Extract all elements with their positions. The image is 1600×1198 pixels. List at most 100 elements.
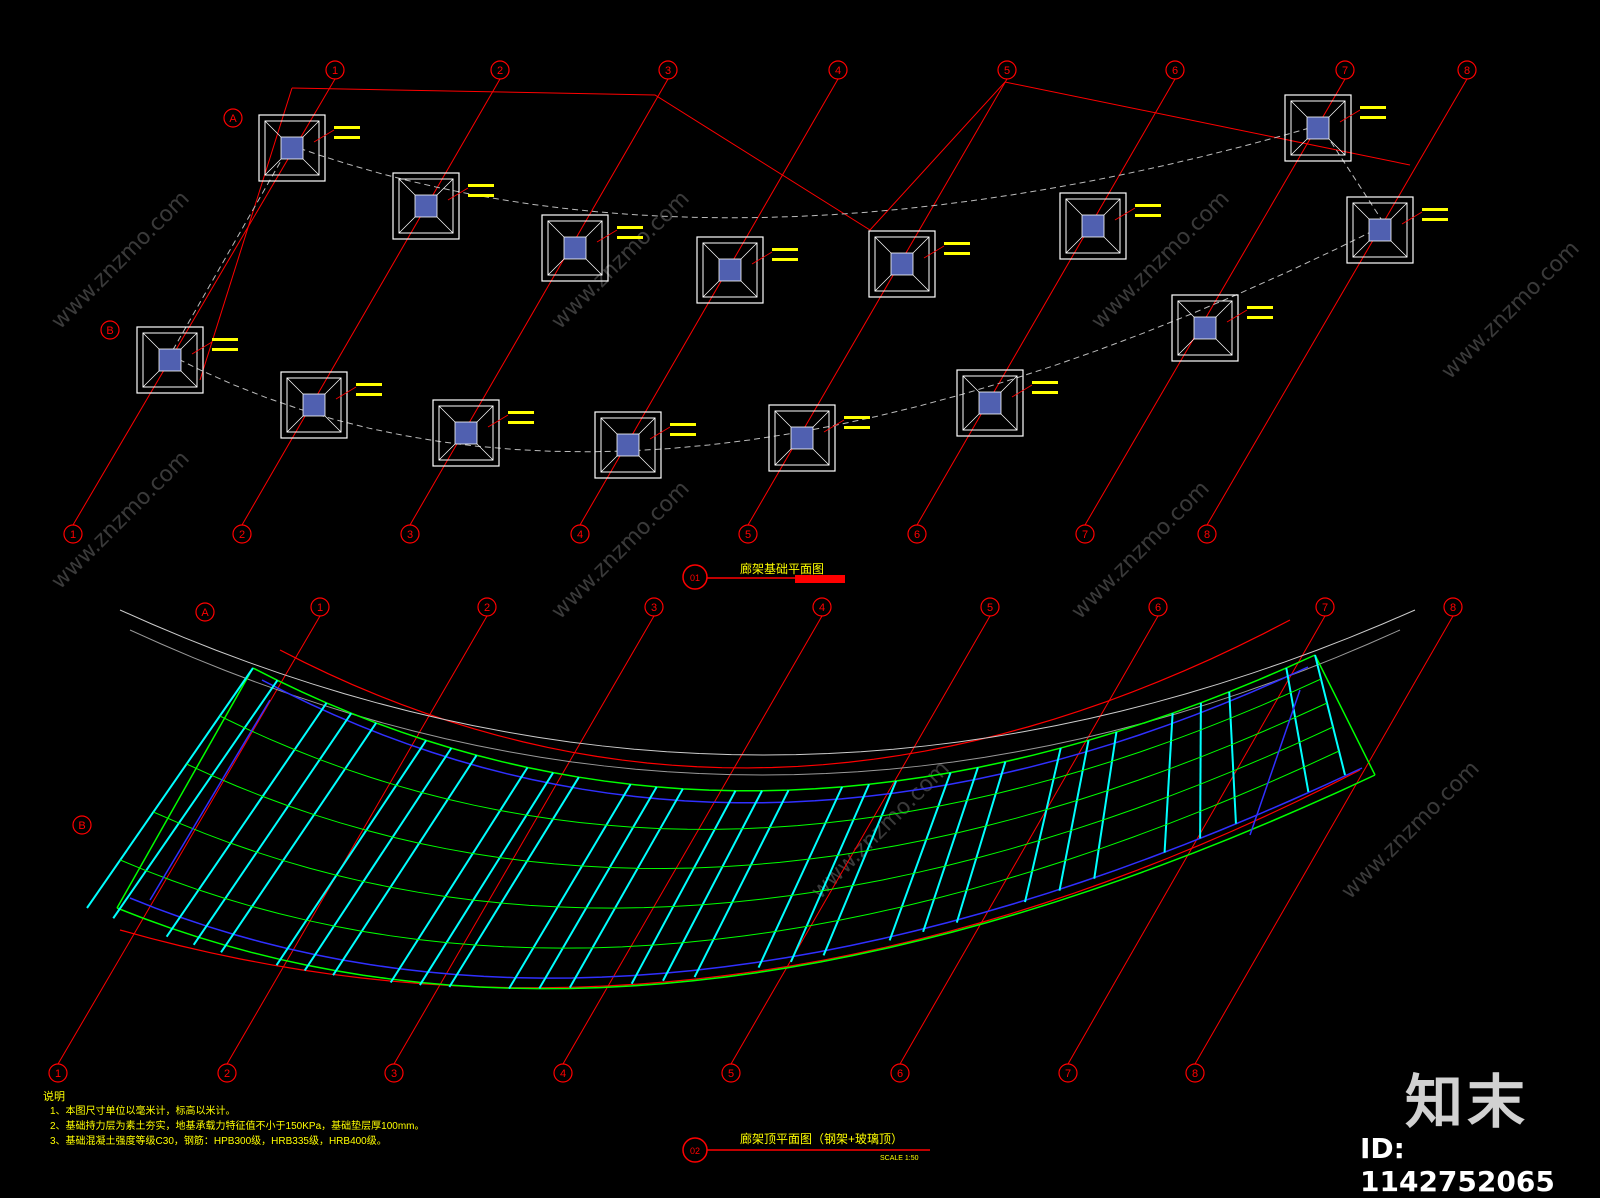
footing-outer bbox=[696, 236, 764, 304]
roof-axis-bubble-bottom bbox=[1185, 1063, 1205, 1083]
footing-outer bbox=[1284, 94, 1352, 162]
annotation-mark bbox=[334, 126, 360, 129]
footing-outer bbox=[1346, 196, 1414, 264]
roof-axis-bubble-bottom-label: 1 bbox=[55, 1068, 61, 1080]
axis-bubble-bottom-label: 6 bbox=[914, 529, 920, 541]
roof-dimension-arc-top bbox=[279, 619, 1291, 769]
annotation-mark bbox=[356, 393, 382, 396]
leader-line bbox=[1011, 384, 1033, 398]
annotation-mark bbox=[772, 248, 798, 251]
site-watermark-text: www.znzmo.com bbox=[47, 446, 195, 594]
axis-bubble-top-label: 7 bbox=[1342, 65, 1348, 77]
footing-inner bbox=[142, 332, 198, 388]
footing-outer bbox=[1059, 192, 1127, 260]
footing-outer bbox=[1171, 294, 1239, 362]
axis-bubble-bottom-label: 2 bbox=[239, 529, 245, 541]
leader-line bbox=[649, 426, 671, 440]
footing-outer bbox=[956, 369, 1024, 437]
end-beam-left bbox=[149, 699, 271, 901]
site-watermark-text: www.znzmo.com bbox=[547, 476, 695, 624]
roof-row-bubble-b bbox=[72, 815, 92, 835]
axis-line-5 bbox=[747, 78, 1008, 526]
footing-inner bbox=[264, 120, 320, 176]
roof-axis-bubble-bottom bbox=[890, 1063, 910, 1083]
row-bubble-b-label: B bbox=[106, 325, 113, 337]
column-pier bbox=[280, 136, 304, 160]
footing bbox=[280, 371, 382, 439]
axis-line-6 bbox=[916, 78, 1176, 526]
roof-axis-bubble-top-label: 3 bbox=[651, 602, 657, 614]
annotation-mark bbox=[468, 194, 494, 197]
annotation-mark bbox=[944, 252, 970, 255]
leader-line bbox=[447, 187, 469, 201]
annotation-mark bbox=[670, 433, 696, 436]
axis-line-3 bbox=[409, 78, 669, 526]
leader-line bbox=[596, 229, 618, 243]
leader-line bbox=[487, 414, 509, 428]
notes-title: 说明 bbox=[43, 1091, 65, 1103]
foundation-outline-upper bbox=[289, 124, 1321, 219]
roof-axis-bubble-top bbox=[644, 597, 664, 617]
footing-inner bbox=[874, 236, 930, 292]
reference-arc-inner bbox=[129, 629, 1401, 776]
axis-bubble-top bbox=[490, 60, 510, 80]
footing-inner bbox=[600, 417, 656, 473]
annotation-mark bbox=[468, 184, 494, 187]
steel-rafter bbox=[192, 712, 353, 946]
roof-axis-bubble-bottom-label: 4 bbox=[560, 1068, 566, 1080]
axis-bubble-bottom bbox=[63, 524, 83, 544]
footing-outer bbox=[868, 230, 936, 298]
column-pier bbox=[1306, 116, 1330, 140]
glass-purlin bbox=[120, 750, 1340, 949]
title-bar-01 bbox=[795, 575, 845, 583]
roof-axis-bubble-top-label: 1 bbox=[317, 602, 323, 614]
steel-rafter bbox=[1285, 667, 1310, 793]
footing-inner bbox=[438, 405, 494, 461]
footing bbox=[541, 214, 643, 282]
roof-axis-bubble-top bbox=[477, 597, 497, 617]
plan-titles: 01 廊架基础平面图 02 廊架顶平面图（钢架+玻璃顶） SCALE 1:50 bbox=[682, 561, 930, 1163]
edge-beam-top bbox=[261, 666, 1309, 804]
axis-bubble-top-label: 1 bbox=[332, 65, 338, 77]
column-pier bbox=[563, 236, 587, 260]
axis-bubble-top-label: 3 bbox=[665, 65, 671, 77]
axis-bubble-bottom-label: 1 bbox=[70, 529, 76, 541]
title-index-02: 02 bbox=[690, 1146, 700, 1156]
note-line: 3、基础混凝土强度等级C30，钢筋：HPB300级，HRB335级，HRB400… bbox=[50, 1136, 387, 1147]
reference-arc-outer bbox=[119, 609, 1416, 756]
footing-inner bbox=[1065, 198, 1121, 254]
column-pier bbox=[1368, 218, 1392, 242]
roof-axis-line-2 bbox=[226, 615, 488, 1065]
site-watermark-text: www.znzmo.com bbox=[1337, 756, 1485, 904]
axis-bubble-top bbox=[828, 60, 848, 80]
footing-inner bbox=[398, 178, 454, 234]
roof-row-bubble-b-label: B bbox=[78, 820, 85, 832]
title-index-01: 01 bbox=[690, 573, 700, 583]
roof-dimension-arc-bottom bbox=[119, 769, 1361, 989]
steel-rafter bbox=[1093, 731, 1118, 879]
roof-axis-bubble-top-label: 2 bbox=[484, 602, 490, 614]
steel-rafter bbox=[693, 789, 790, 978]
roof-axis-bubble-bottom bbox=[1058, 1063, 1078, 1083]
footing-outer bbox=[280, 371, 348, 439]
roof-axis-line-3 bbox=[393, 615, 655, 1065]
note-line: 1、本图尺寸单位以毫米计，标高以米计。 bbox=[50, 1106, 236, 1117]
column-pier bbox=[1193, 316, 1217, 340]
roof-axis-line-4 bbox=[562, 615, 823, 1065]
dimension-line-top bbox=[291, 81, 1411, 231]
glass-purlin bbox=[153, 726, 1334, 909]
axis-bubble-top-label: 5 bbox=[1004, 65, 1010, 77]
steel-rafter bbox=[1058, 740, 1090, 891]
annotation-mark bbox=[508, 411, 534, 414]
annotation-mark bbox=[1032, 381, 1058, 384]
footing-inner bbox=[962, 375, 1018, 431]
steel-rafter bbox=[757, 786, 844, 969]
annotation-mark bbox=[1247, 316, 1273, 319]
roof-axis-line-1 bbox=[57, 615, 321, 1065]
roof-axis-bubble-top bbox=[812, 597, 832, 617]
column-pier bbox=[302, 393, 326, 417]
roof-axis-bubble-top bbox=[1315, 597, 1335, 617]
steel-rafter bbox=[822, 780, 898, 956]
site-watermark-text: www.znzmo.com bbox=[807, 756, 955, 904]
